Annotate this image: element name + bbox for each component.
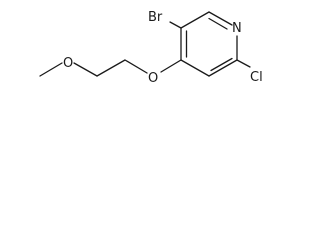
atom-label-n: N (232, 21, 242, 36)
atom-label-o-methoxy: O (63, 56, 73, 71)
bond-n-c6 (208, 11, 233, 26)
atom-label-br: Br (148, 10, 163, 25)
bond-ch2-o (73, 62, 98, 77)
bond-ch2-ch2 (96, 59, 126, 77)
bond-o-ch3 (39, 62, 63, 77)
bond-c4-c3 (180, 59, 210, 77)
chemical-structure-diagram: Br N Cl O O (39, 10, 263, 86)
bond-c5-br (169, 21, 182, 29)
bond-c3-c2 (208, 59, 238, 77)
bond-o-ch2 (124, 59, 148, 74)
bond-c3-c2-inner (210, 57, 233, 72)
bond-c6-c5 (180, 11, 210, 29)
atom-label-o-ether: O (148, 71, 158, 86)
bond-c4-o (160, 59, 182, 73)
bond-n-c6-inner (208, 17, 228, 30)
bond-c2-cl (236, 59, 251, 68)
atom-label-cl: Cl (250, 70, 263, 85)
